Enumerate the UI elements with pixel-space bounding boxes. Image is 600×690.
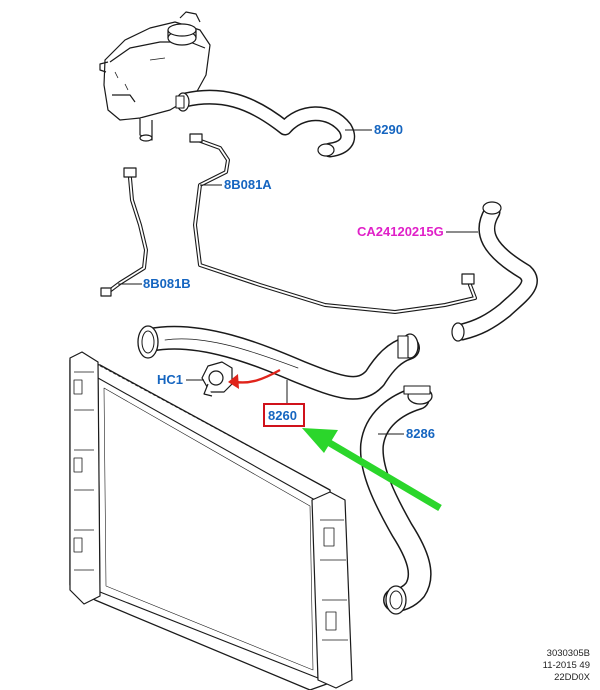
reference-line-1: 3030305B <box>546 648 590 659</box>
label-8290: 8290 <box>374 122 403 137</box>
reference-line-3: 22DD0X <box>554 672 590 683</box>
red-arrow <box>228 368 281 389</box>
harness-8b081a <box>189 133 477 314</box>
radiator <box>69 351 353 690</box>
label-8260: 8260 <box>268 408 297 423</box>
hose-8260 <box>137 325 420 400</box>
label-8b081b: 8B081B <box>143 276 191 291</box>
reference-line-2: 11-2015 49 <box>542 660 590 671</box>
green-arrow <box>302 428 442 512</box>
label-8b081a: 8B081A <box>224 177 272 192</box>
reference-code: 3030305B 11-2015 49 22DD0X <box>543 648 590 684</box>
label-8286: 8286 <box>406 426 435 441</box>
hose-8290 <box>175 89 356 158</box>
label-ca24120215g: CA24120215G <box>357 224 444 239</box>
hose-8286 <box>359 385 433 615</box>
label-hc1: HC1 <box>157 372 183 387</box>
expansion-tank <box>99 11 211 142</box>
leader-lines <box>118 129 478 435</box>
highlight-box-8260 <box>263 403 305 427</box>
harness-8b081b <box>100 167 148 297</box>
clip-hc1 <box>201 361 233 397</box>
hose-ca24120215g <box>451 201 538 342</box>
